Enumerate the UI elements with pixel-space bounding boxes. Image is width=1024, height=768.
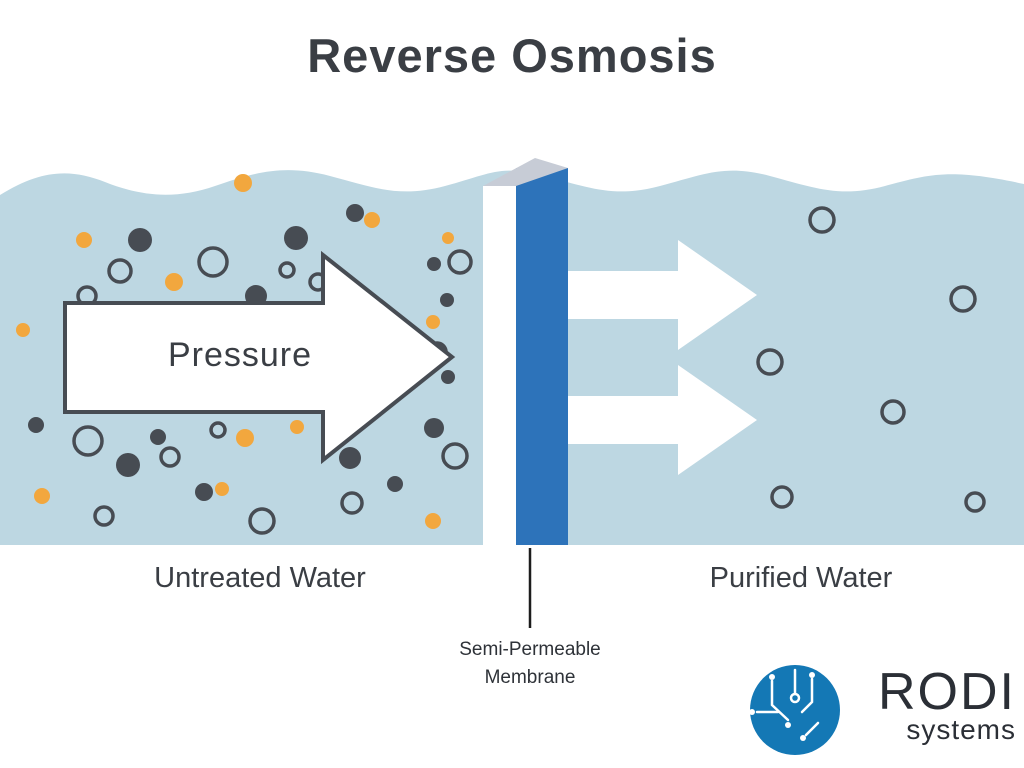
particle-dot-dark (441, 370, 455, 384)
page-title: Reverse Osmosis (307, 29, 717, 82)
particle-ring-dark (964, 491, 986, 513)
particle-dot-dark (339, 447, 361, 469)
logo-text: RODI systems (858, 666, 1016, 746)
logo-brand: RODI (878, 663, 1016, 721)
particle-ring-dark (770, 485, 794, 509)
particle-dot-orange (165, 273, 183, 291)
untreated-water-label: Untreated Water (154, 562, 366, 594)
particle-ring-dark (340, 491, 364, 515)
membrane-white-layer (483, 186, 516, 545)
particle-dot-dark (28, 417, 44, 433)
particle-ring-dark (278, 261, 296, 279)
particle-dot-dark (284, 226, 308, 250)
particle-ring-dark (159, 446, 181, 468)
particle-ring-dark (209, 421, 227, 439)
particle-dot-orange (215, 482, 229, 496)
membrane-cap (483, 158, 568, 186)
particle-dot-dark (427, 257, 441, 271)
particle-dot-dark (424, 418, 444, 438)
particle-dot-orange (16, 323, 30, 337)
membrane-label: Semi-Permeable Membrane (420, 636, 640, 691)
particle-dot-orange (34, 488, 50, 504)
membrane-label-line1: Semi-Permeable (459, 639, 601, 660)
particle-ring-dark (93, 505, 115, 527)
particle-dot-dark (346, 204, 364, 222)
pressure-arrow (63, 250, 456, 465)
particle-ring-dark (107, 258, 133, 284)
particle-dot-orange (426, 315, 440, 329)
particle-dot-dark (116, 453, 140, 477)
particle-dot-dark (128, 228, 152, 252)
particle-dot-orange (236, 429, 254, 447)
particle-dot-orange (425, 513, 441, 529)
logo-circuit-icon (749, 668, 820, 741)
flow-arrow-bottom (565, 365, 757, 475)
pressure-arrow-label: Pressure (167, 336, 313, 374)
particle-dot-orange (76, 232, 92, 248)
flow-arrow-top (565, 240, 757, 350)
particle-dot-orange (364, 212, 380, 228)
membrane-label-line2: Membrane (484, 666, 576, 688)
particle-dot-orange (290, 420, 304, 434)
particle-ring-dark (72, 425, 104, 457)
purified-water-label: Purified Water (709, 562, 893, 594)
particle-dot-dark (195, 483, 213, 501)
particle-ring-dark (880, 399, 906, 425)
logo-subtitle: systems (906, 714, 1016, 745)
particle-dot-dark (440, 293, 454, 307)
particle-dot-orange (234, 174, 252, 192)
purified-particles (756, 206, 986, 513)
particle-ring-dark (248, 507, 276, 535)
particle-ring-dark (441, 442, 469, 470)
particle-ring-dark (808, 206, 836, 234)
membrane-blue-layer (516, 168, 568, 545)
particle-ring-dark (447, 249, 473, 275)
particle-ring-dark (756, 348, 784, 376)
particle-dot-dark (150, 429, 166, 445)
particle-dot-dark (387, 476, 403, 492)
logo-mark (749, 665, 840, 755)
particle-ring-dark (197, 246, 229, 278)
particle-dot-orange (442, 232, 454, 244)
particle-ring-dark (949, 285, 977, 313)
